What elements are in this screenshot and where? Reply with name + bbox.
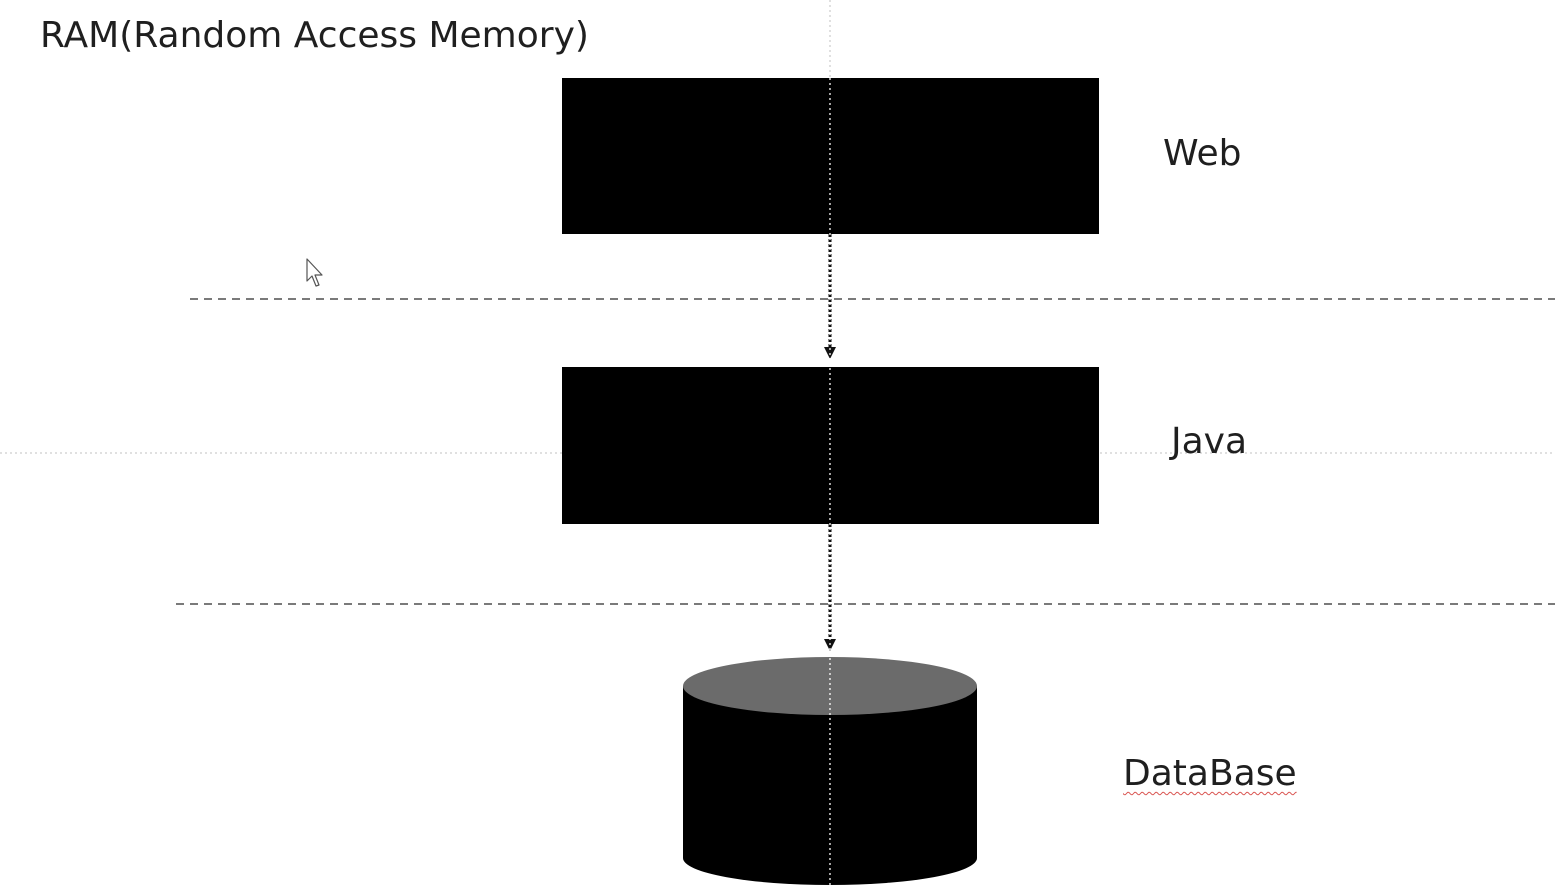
mouse-cursor-icon [306,258,323,287]
database-layer-label: DataBase [1123,753,1297,794]
web-layer-box [562,78,1099,234]
java-layer-label: Java [1171,421,1248,462]
web-layer-label: Web [1163,133,1242,174]
database-cylinder [683,657,977,885]
java-layer-box [562,367,1099,524]
page-title: RAM(Random Access Memory) [40,15,589,56]
